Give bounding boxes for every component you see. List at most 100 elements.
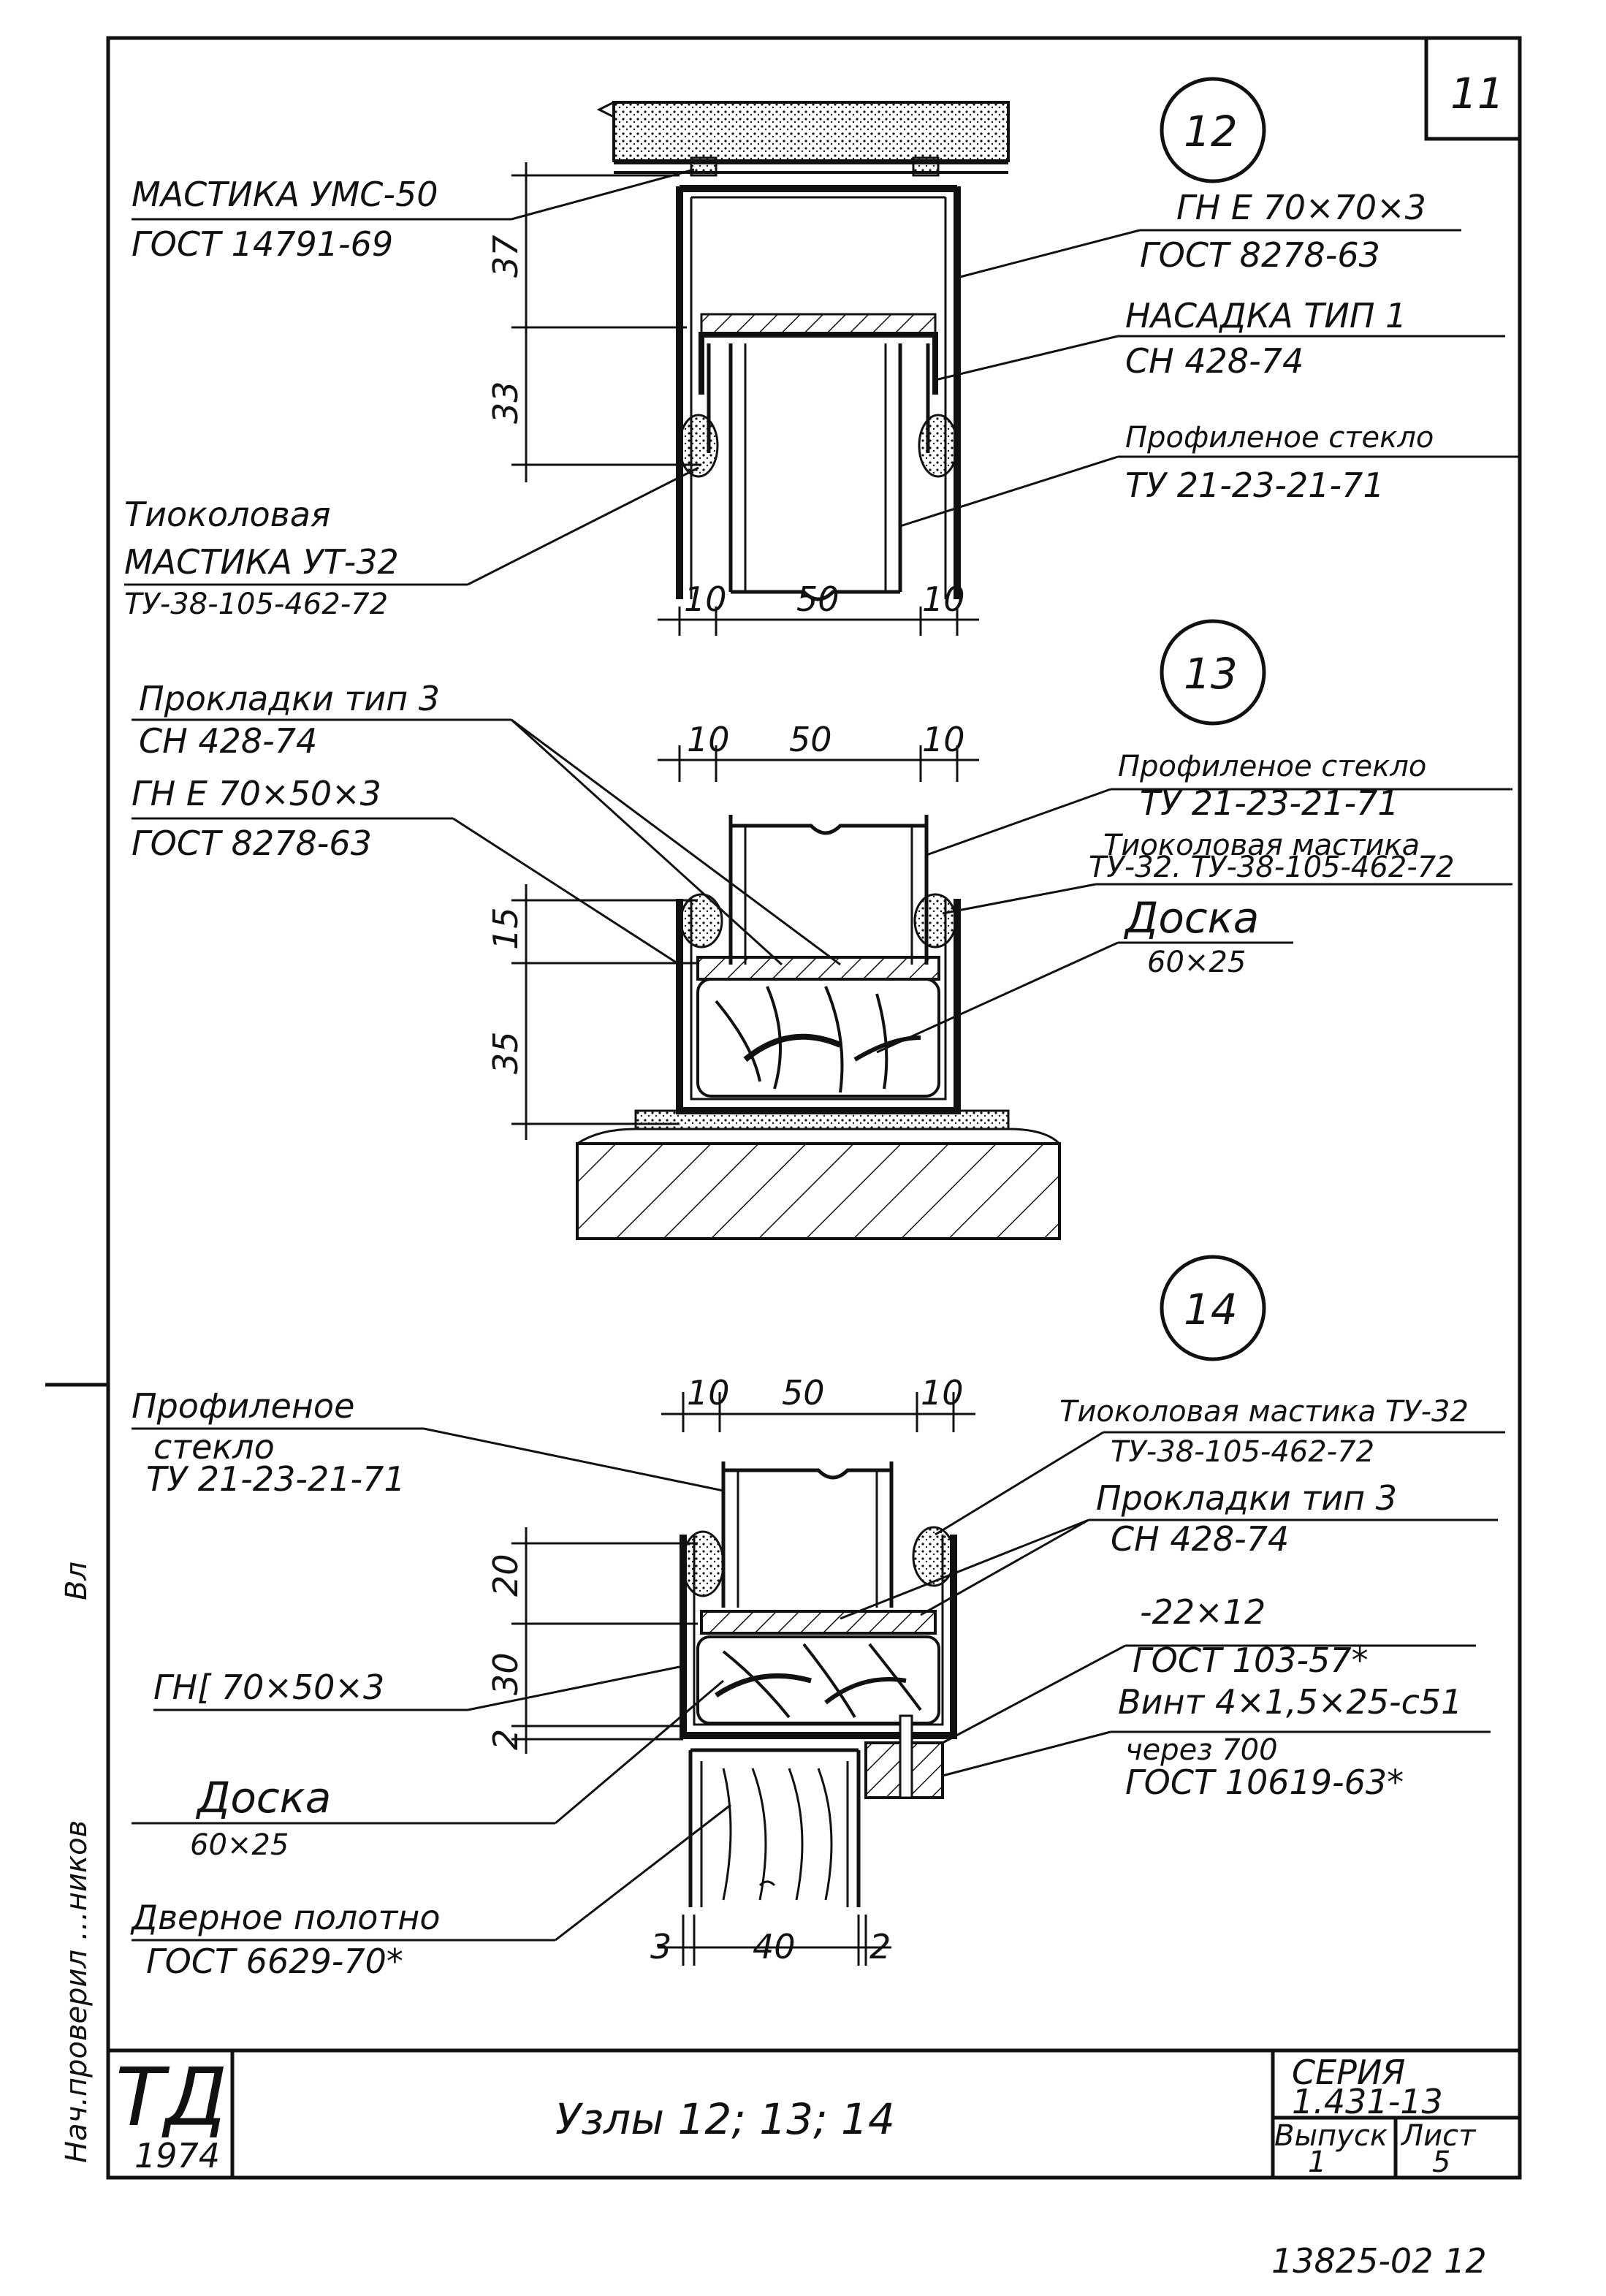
label-thiokol-13-tu: ТУ-32. ТУ-38-105-462-72 xyxy=(1089,851,1455,884)
dim-14-d2: 2 xyxy=(486,1729,525,1750)
gaskets-type-3-13 xyxy=(696,956,940,981)
issue-value: 1 xyxy=(1308,2145,1326,2179)
label-thiokol-mastic-12: МАСТИКА УТ-32 xyxy=(124,542,399,582)
label-gaskets-13-sn: СН 428-74 xyxy=(139,721,317,761)
label-glass-14: Профиленое xyxy=(132,1386,354,1426)
mastic-pad-left xyxy=(690,156,718,177)
label-screw: Винт 4×1,5×25-с51 xyxy=(1118,1682,1462,1722)
leaders-13 xyxy=(132,718,1512,1054)
thiokol-mastic-right-13 xyxy=(913,893,957,949)
profiled-glass-13 xyxy=(728,815,929,965)
label-nozzle: НАСАДКА ТИП 1 xyxy=(1125,296,1407,335)
label-strip-gost: ГОСТ 103-57* xyxy=(1133,1641,1369,1680)
mastic-pad-right xyxy=(912,156,940,177)
label-glass-13-tu: ТУ 21-23-21-71 xyxy=(1140,783,1399,823)
dimensions-13 xyxy=(511,745,979,1140)
node-14: 14 xyxy=(130,1255,1505,1981)
label-profile-12-gost: ГОСТ 8278-63 xyxy=(1140,235,1380,275)
sheet-frame xyxy=(45,36,1522,2180)
label-screw-2: через 700 xyxy=(1125,1733,1278,1767)
node-14-marker xyxy=(1160,1255,1266,1361)
dim-14-b40: 40 xyxy=(753,1927,796,1966)
label-profile-13: ГН Е 70×50×3 xyxy=(132,774,381,813)
dim-13-center: 50 xyxy=(789,720,832,759)
series-value: 1.431-13 xyxy=(1292,2082,1443,2121)
dim-14-left: 10 xyxy=(687,1373,730,1413)
dim-12-top: 37 xyxy=(486,235,525,278)
channel-profile-12 xyxy=(676,185,961,599)
profiled-glass-14 xyxy=(721,1461,894,1608)
dim-14-right: 10 xyxy=(921,1373,964,1413)
dim-13-right: 10 xyxy=(922,720,965,759)
label-door: Дверное полотно xyxy=(130,1898,440,1937)
label-glass-14-2: стекло xyxy=(153,1427,275,1467)
title-block: ТД 1974 Узлы 12; 13; 14 СЕРИЯ 1.431-13 В… xyxy=(60,1562,1477,2179)
logo-mark: ТД xyxy=(115,2050,227,2144)
dim-14-b2: 2 xyxy=(869,1927,891,1966)
label-board-13-size: 60×25 xyxy=(1147,946,1246,979)
label-mastic-umc-gost: ГОСТ 14791-69 xyxy=(132,224,393,264)
label-gaskets-14-sn: СН 428-74 xyxy=(1111,1519,1289,1559)
label-door-gost: ГОСТ 6629-70* xyxy=(146,1942,403,1981)
label-glass-14-tu: ТУ 21-23-21-71 xyxy=(146,1459,406,1499)
label-board-14: Доска xyxy=(195,1773,331,1822)
dim-12-left: 10 xyxy=(684,579,727,619)
label-glass-12: Профиленое стекло xyxy=(1125,421,1434,455)
label-nozzle-sn: СН 428-74 xyxy=(1125,341,1304,381)
label-profile-14: ГН[ 70×50×3 xyxy=(153,1668,384,1707)
thiokol-mastic-left-13 xyxy=(680,893,723,949)
dim-13-lower: 35 xyxy=(486,1031,525,1074)
year: 1974 xyxy=(134,2136,220,2175)
board-13 xyxy=(696,978,940,1098)
label-gaskets-14: Прокладки тип 3 xyxy=(1096,1478,1397,1518)
label-thiokol-14: Тиоколовая мастика ТУ-32 xyxy=(1059,1395,1469,1429)
label-profile-12: ГН Е 70×70×3 xyxy=(1176,188,1426,227)
dimensions-14 xyxy=(511,1392,975,1966)
label-screw-gost: ГОСТ 10619-63* xyxy=(1125,1763,1404,1802)
dim-14-b3: 3 xyxy=(650,1927,671,1966)
node-13-number: 13 xyxy=(1184,649,1238,699)
thiokol-mastic-left-14 xyxy=(681,1530,725,1597)
board-14 xyxy=(696,1635,940,1725)
door-leaf xyxy=(688,1748,861,1907)
label-glass-13: Профиленое стекло xyxy=(1118,750,1426,783)
label-glass-12-tu: ТУ 21-23-21-71 xyxy=(1125,465,1385,505)
sheet-value: 5 xyxy=(1432,2145,1450,2179)
label-thiokol-14-tu: ТУ-38-105-462-72 xyxy=(1111,1435,1374,1469)
label-strip: -22×12 xyxy=(1140,1592,1266,1632)
node-13-marker xyxy=(1160,619,1266,726)
dim-14-d30: 30 xyxy=(486,1652,525,1695)
dimensions-12 xyxy=(511,162,979,636)
screw xyxy=(899,1714,913,1799)
thiokol-mastic-right-14 xyxy=(912,1526,956,1587)
thiokol-mastic-right-12 xyxy=(918,414,959,478)
node-14-number: 14 xyxy=(1184,1285,1238,1334)
thiokol-mastic-left-12 xyxy=(678,414,719,478)
label-thiokol-13: Тиоколовая мастика xyxy=(1103,829,1420,862)
dim-12-center: 50 xyxy=(796,579,840,619)
gaskets-type-3-14 xyxy=(700,1610,937,1635)
floor-base xyxy=(576,1142,1061,1240)
node-12: 12 37 33 xyxy=(124,77,1520,636)
sheet-label: Лист xyxy=(1400,2119,1477,2153)
node-13: 13 xyxy=(132,619,1512,1240)
label-gaskets-13: Прокладки тип 3 xyxy=(139,679,440,718)
label-thiokol-tu-12: ТУ-38-105-462-72 xyxy=(124,588,388,621)
leaders-12 xyxy=(124,168,1520,586)
side-caption: Нач.проверил …ников xyxy=(60,1820,94,2163)
floor-screed xyxy=(634,1109,1010,1130)
node-12-marker xyxy=(1160,77,1266,183)
leaders-14 xyxy=(132,1427,1505,1942)
side-caption-2: Вл xyxy=(60,1562,94,1600)
channel-profile-14 xyxy=(680,1535,957,1739)
dim-13-upper: 15 xyxy=(486,907,525,950)
dim-14-center: 50 xyxy=(782,1373,825,1413)
sheet-title: Узлы 12; 13; 14 xyxy=(555,2094,895,2144)
dim-12-mid: 33 xyxy=(486,381,525,424)
dim-12-right: 10 xyxy=(922,579,965,619)
label-mastic-umc: МАСТИКА УМС-50 xyxy=(132,175,438,214)
concrete-slab xyxy=(612,101,1010,162)
label-board-14-size: 60×25 xyxy=(190,1828,289,1862)
sheet-number: 11 xyxy=(1450,69,1504,118)
label-profile-13-gost: ГОСТ 8278-63 xyxy=(132,824,372,863)
